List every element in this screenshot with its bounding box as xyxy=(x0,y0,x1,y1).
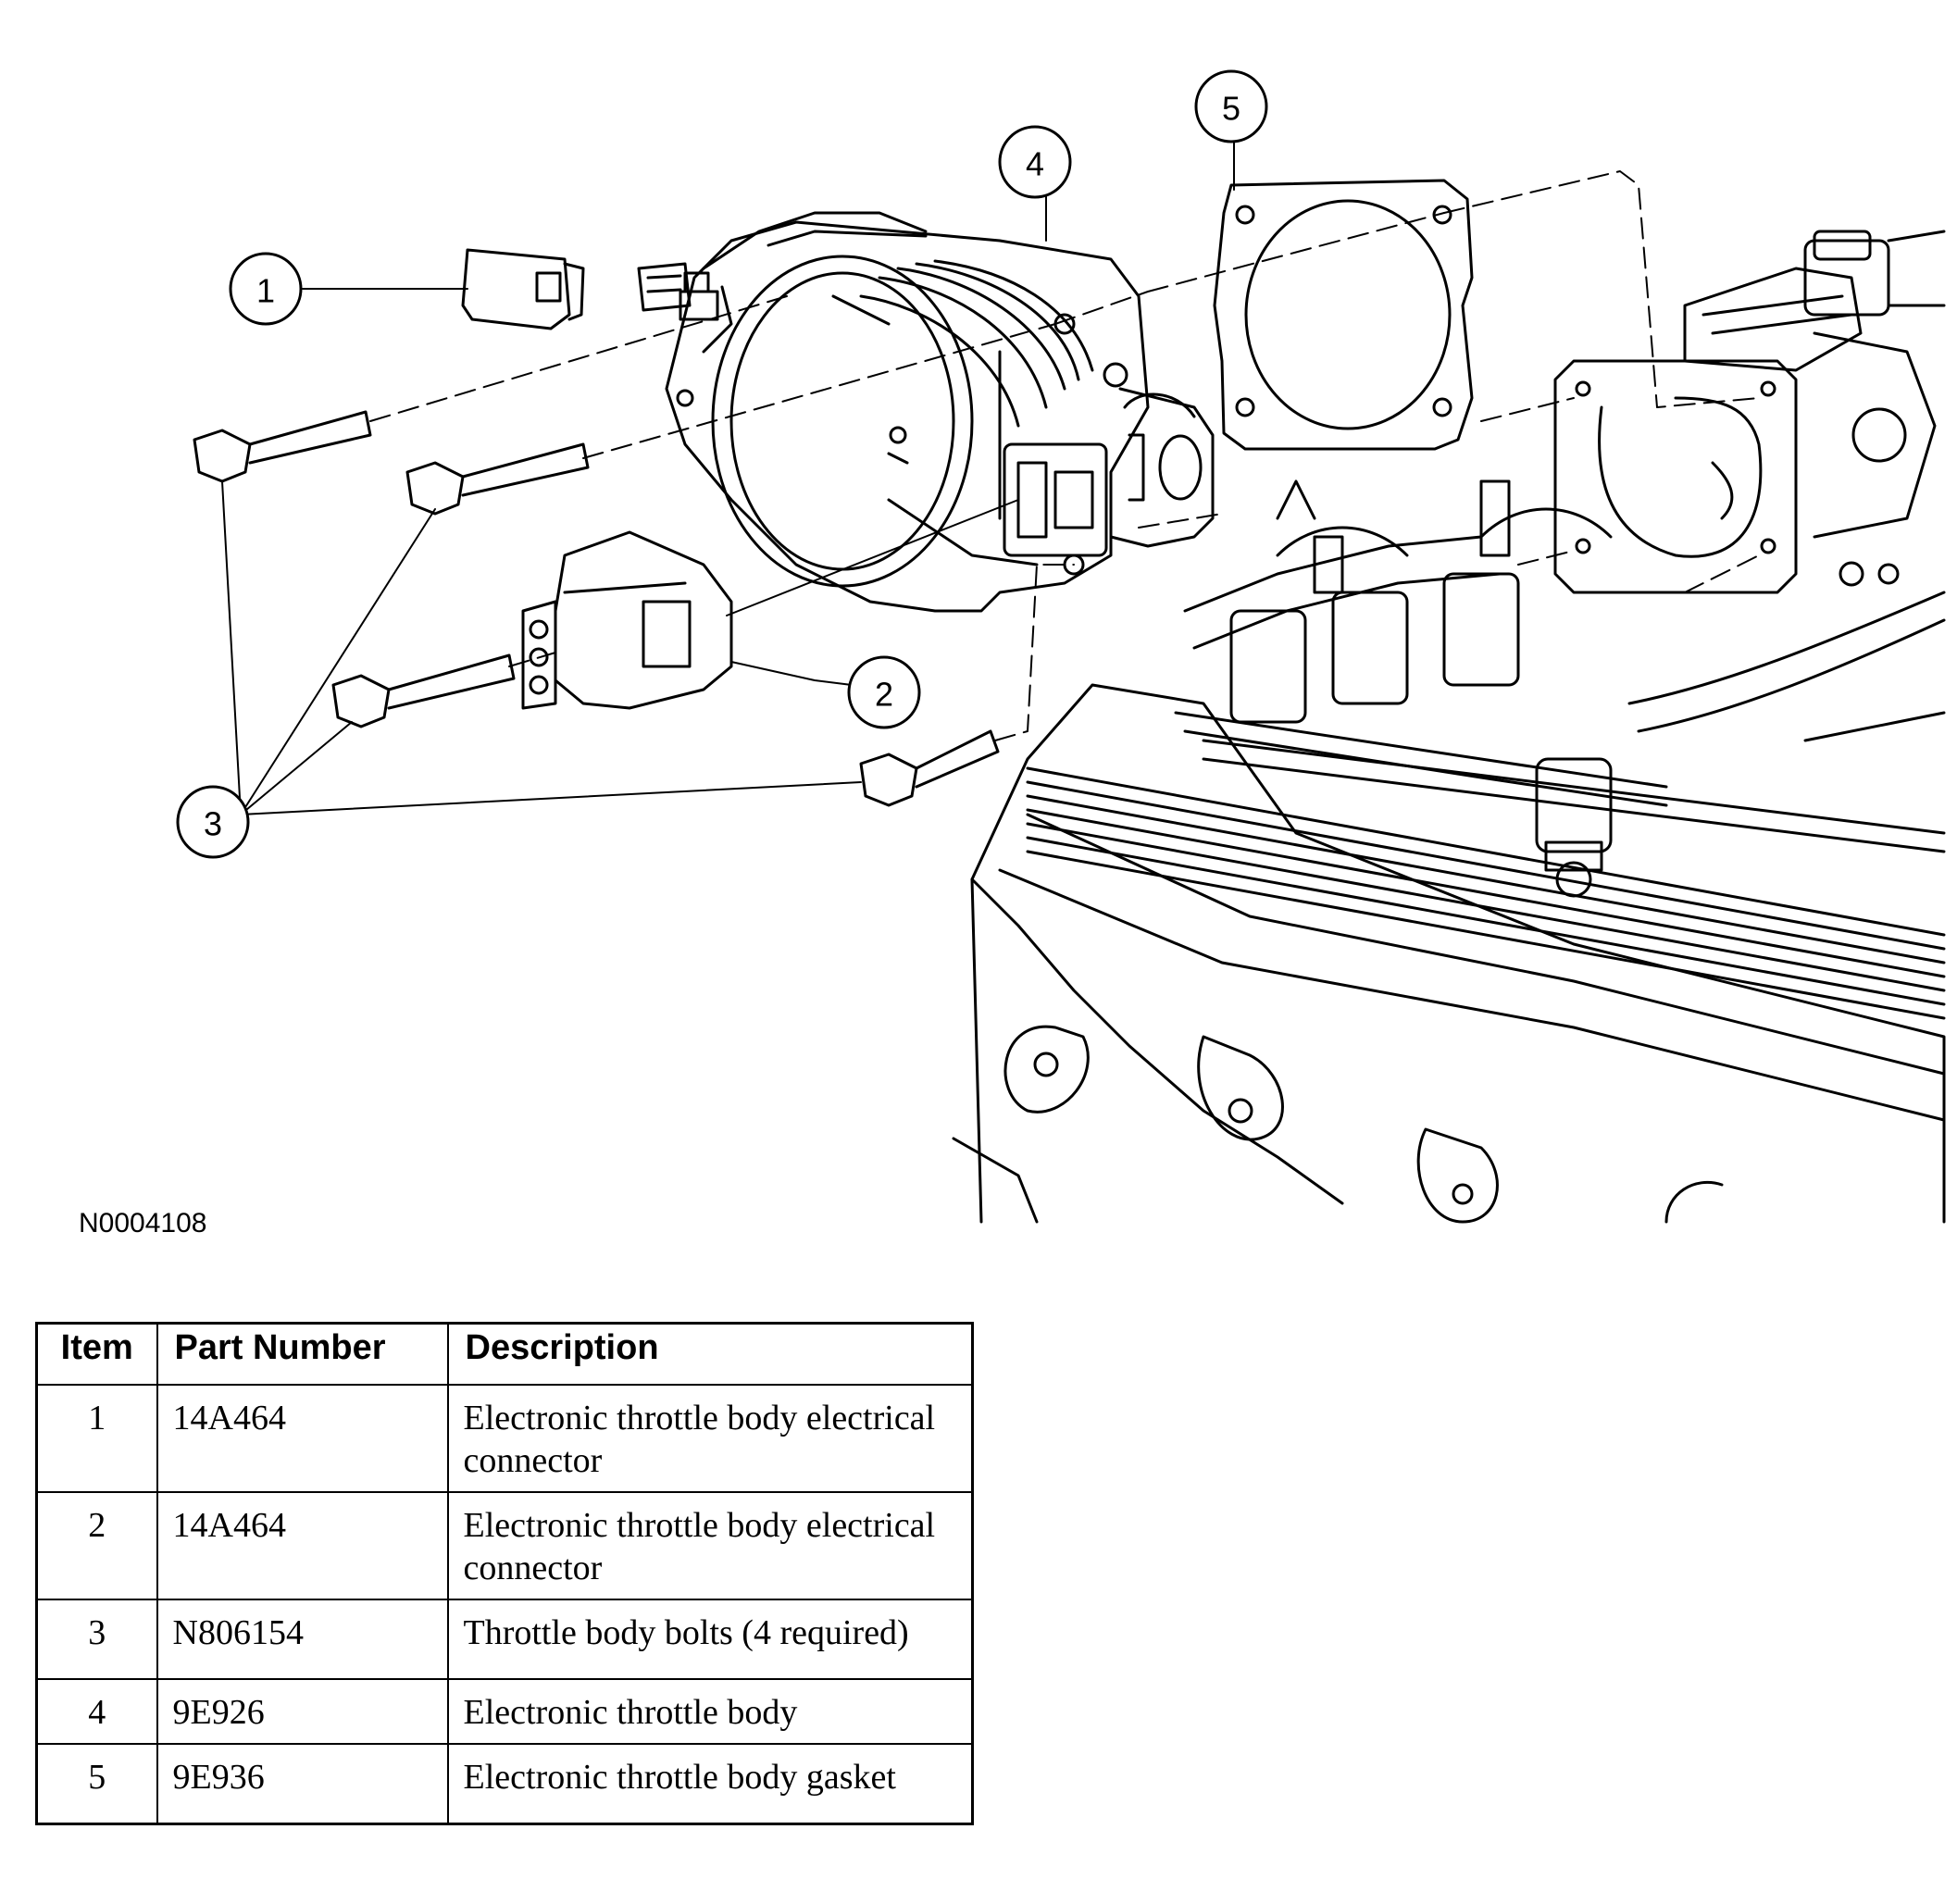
cell-item: 1 xyxy=(35,1384,158,1493)
table-row: 4 9E926 Electronic throttle body xyxy=(35,1678,974,1745)
parts-table: Item Part Number Description 1 14A464 El… xyxy=(35,1322,974,1825)
callout-1-label: 1 xyxy=(256,272,275,310)
figure-id: N0004108 xyxy=(79,1208,207,1238)
cell-part-number: 9E926 xyxy=(156,1678,449,1745)
table-row: 1 14A464 Electronic throttle body electr… xyxy=(35,1384,974,1493)
electrical-connector-1 xyxy=(461,248,692,330)
callout-2-label: 2 xyxy=(875,676,893,714)
throttle-body-bolts xyxy=(193,410,1000,807)
table-row: 5 9E936 Electronic throttle body gasket xyxy=(35,1743,974,1824)
header-item: Item xyxy=(35,1322,158,1386)
table-header-row: Item Part Number Description xyxy=(35,1322,974,1386)
exploded-view-illustration: 1 2 3 4 5 xyxy=(176,69,1946,1224)
header-part-number: Part Number xyxy=(156,1322,449,1386)
manifold-components xyxy=(1683,230,1946,587)
cell-description: Electronic throttle body gasket xyxy=(446,1743,974,1824)
cell-item: 3 xyxy=(35,1599,158,1680)
cell-description: Throttle body bolts (4 required) xyxy=(446,1599,974,1680)
manifold-flange xyxy=(1553,359,1798,594)
callout-5-label: 5 xyxy=(1222,90,1240,128)
table-row: 3 N806154 Throttle body bolts (4 require… xyxy=(35,1599,974,1680)
alignment-lines xyxy=(369,170,1760,741)
callout-1: 1 xyxy=(229,252,303,326)
electronic-throttle-body xyxy=(665,211,1215,613)
intake-runners xyxy=(1174,479,1946,898)
header-description: Description xyxy=(446,1322,974,1386)
cell-part-number: 14A464 xyxy=(156,1491,449,1600)
cell-description: Electronic throttle body electrical conn… xyxy=(446,1491,974,1600)
leader-lines xyxy=(221,133,1235,815)
callout-2: 2 xyxy=(847,655,921,729)
cell-part-number: 14A464 xyxy=(156,1384,449,1493)
cell-part-number: N806154 xyxy=(156,1599,449,1680)
callout-4-label: 4 xyxy=(1026,145,1044,183)
cell-item: 5 xyxy=(35,1743,158,1824)
cell-description: Electronic throttle body electrical conn… xyxy=(446,1384,974,1493)
cell-item: 2 xyxy=(35,1491,158,1600)
throttle-body-gasket xyxy=(1213,179,1474,451)
engine-intake-manifold xyxy=(952,683,1946,1224)
cell-part-number: 9E936 xyxy=(156,1743,449,1824)
callout-5: 5 xyxy=(1194,69,1268,143)
cell-item: 4 xyxy=(35,1678,158,1745)
electrical-connector-2 xyxy=(521,530,733,710)
table-row: 2 14A464 Electronic throttle body electr… xyxy=(35,1491,974,1600)
cell-description: Electronic throttle body xyxy=(446,1678,974,1745)
callout-3: 3 xyxy=(176,785,250,859)
callout-4: 4 xyxy=(998,125,1072,199)
callout-3-label: 3 xyxy=(204,805,222,843)
